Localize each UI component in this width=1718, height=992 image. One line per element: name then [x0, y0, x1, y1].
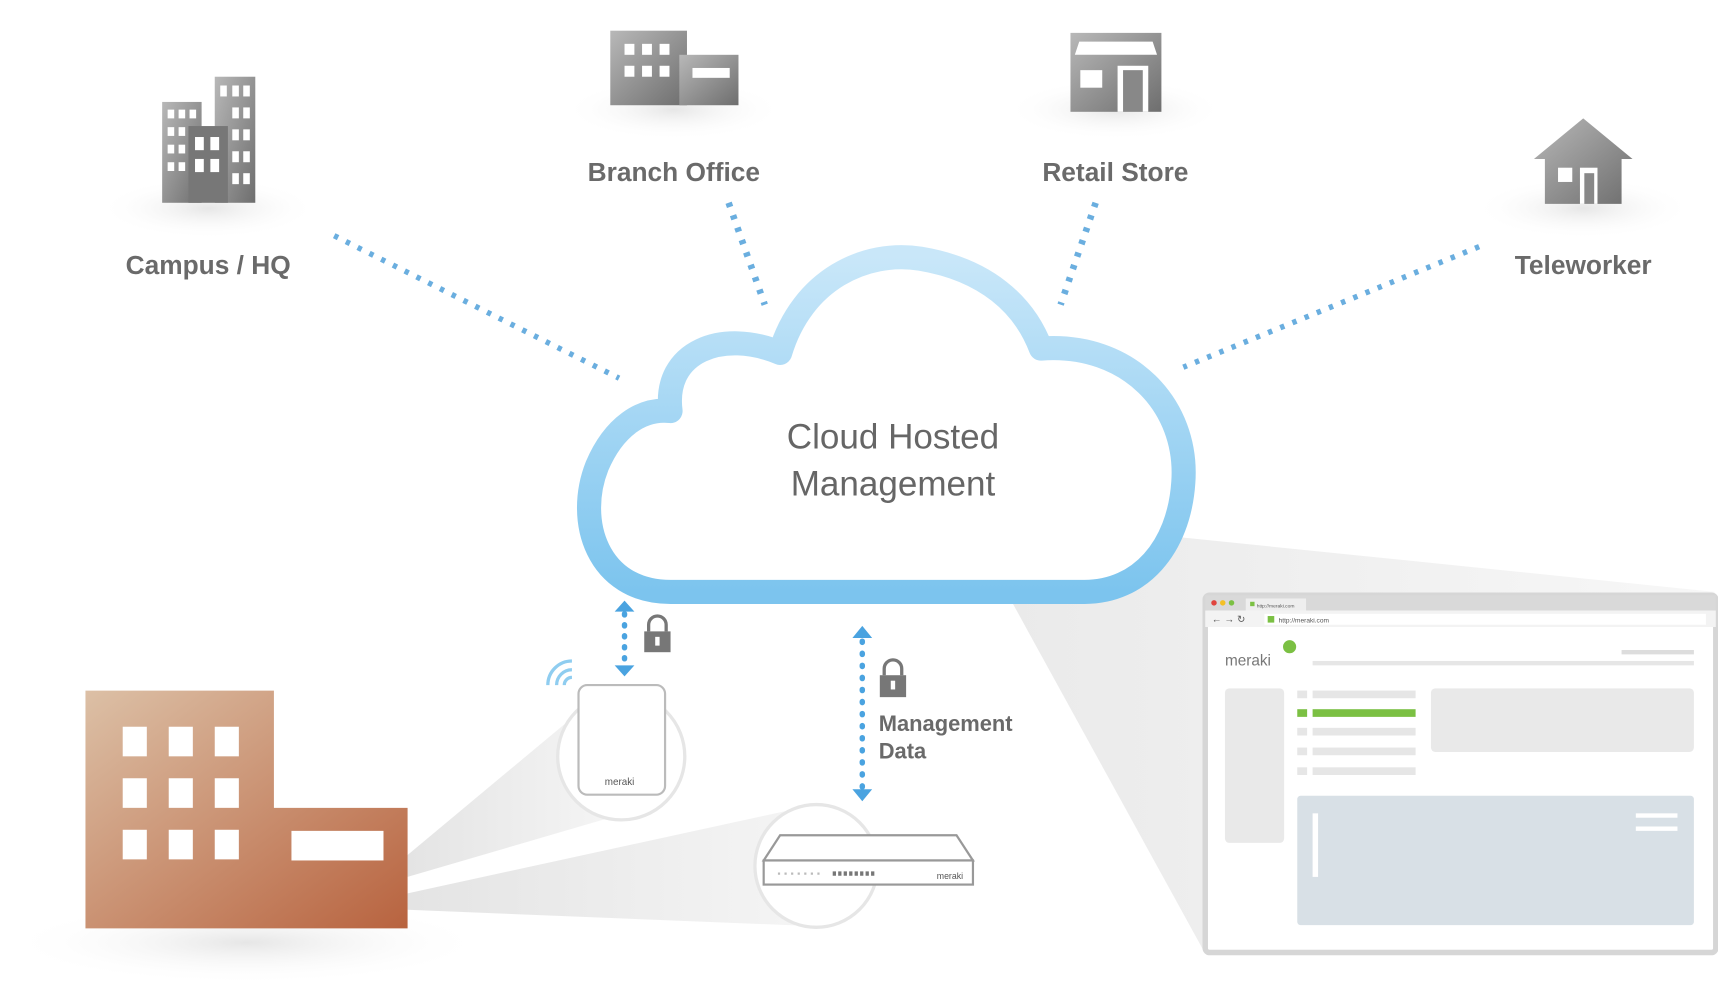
site-label-campus: Campus / HQ [126, 250, 291, 280]
security-appliance-device [761, 834, 975, 886]
switch-brand: meraki [937, 871, 963, 881]
wifi-icon [546, 659, 573, 686]
teleworker-house-icon [1533, 118, 1633, 204]
browser-nav-icons[interactable]: ← → ↻ [1212, 615, 1245, 626]
browser-tab-title: http://meraki.com [1257, 603, 1295, 609]
address-bar-url: http://meraki.com [1279, 618, 1330, 625]
access-point-device [577, 683, 667, 796]
management-data-label-line2: Data [879, 739, 927, 764]
cloud-title-line1: Cloud Hosted [787, 417, 999, 456]
branch-office-icon [610, 30, 739, 106]
customer-building-icon [85, 690, 408, 929]
lock-icon [644, 614, 671, 653]
site-link-lines [332, 201, 1481, 381]
lock-icon [879, 658, 907, 698]
browser-tab[interactable] [1245, 598, 1307, 611]
dashboard-browser-window: http://meraki.com ← → ↻ http://meraki.co… [1202, 592, 1718, 956]
site-label-retail: Retail Store [1042, 157, 1188, 187]
meraki-logo-icon [1283, 640, 1297, 654]
ap-brand: meraki [605, 777, 635, 788]
retail-store-icon [1070, 32, 1162, 112]
cloud-icon [577, 245, 1196, 604]
ap-link-arrow [614, 600, 635, 677]
management-data-arrow [852, 625, 873, 802]
address-bar[interactable] [1264, 613, 1706, 625]
site-label-branch: Branch Office [588, 157, 760, 187]
meraki-logo: meraki [1225, 652, 1271, 669]
campus-building-icon [162, 76, 256, 203]
cloud-title-line2: Management [791, 464, 996, 503]
projection-cone [407, 805, 817, 927]
management-data-label-line1: Management [879, 711, 1014, 736]
site-label-teleworker: Teleworker [1515, 250, 1652, 280]
